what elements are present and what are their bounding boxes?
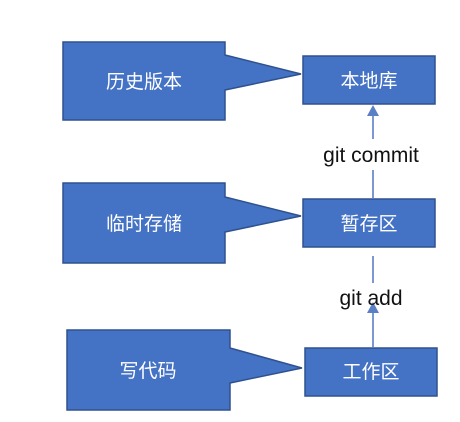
callout-write-code: 写代码 (66, 329, 303, 411)
stage-working-directory: 工作区 (304, 347, 438, 397)
arrow-git-commit-upper (367, 105, 379, 139)
callout-history-versions: 历史版本 (62, 41, 302, 121)
callout-history-versions-label: 历史版本 (106, 71, 182, 93)
edge-label-git-commit: git commit (323, 144, 419, 167)
stage-local-repository: 本地库 (302, 55, 436, 105)
stage-staging-area: 暂存区 (302, 198, 436, 248)
callout-temp-storage-label: 临时存储 (106, 213, 182, 235)
stage-local-repository-label: 本地库 (340, 70, 397, 92)
edge-label-git-add: git add (339, 287, 402, 310)
callout-temp-storage: 临时存储 (62, 182, 302, 264)
arrow-git-add (367, 302, 379, 347)
callout-write-code-label: 写代码 (119, 360, 176, 382)
stage-working-directory-label: 工作区 (342, 361, 399, 383)
stage-staging-area-label: 暂存区 (340, 213, 397, 235)
